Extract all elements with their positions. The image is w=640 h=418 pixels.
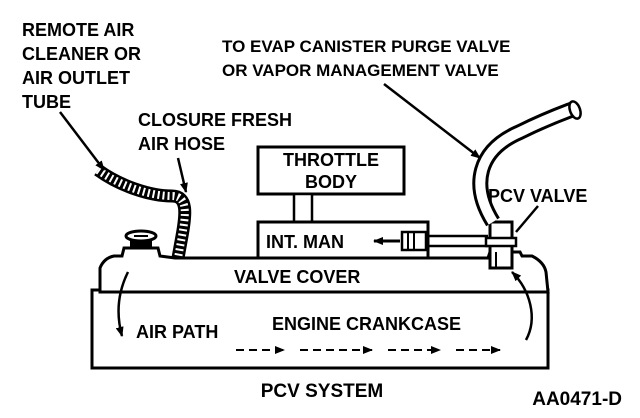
leader-pcv-valve (515, 205, 539, 233)
closure-fresh-air-hose (94, 164, 192, 260)
pcv-hose-connector (400, 230, 488, 252)
label-evap-2: OR VAPOR MANAGEMENT VALVE (222, 61, 499, 80)
figure-code: AA0471-D (532, 389, 622, 410)
label-int-man: INT. MAN (266, 232, 344, 252)
label-pcv-valve: PCV VALVE (488, 186, 587, 206)
label-valve-cover: VALVE COVER (234, 267, 360, 287)
label-remote-air-3: AIR OUTLET (22, 68, 130, 88)
label-air-path: AIR PATH (136, 322, 218, 342)
label-remote-air-4: TUBE (22, 92, 71, 112)
label-remote-air-1: REMOTE AIR (22, 20, 134, 40)
oil-filler-cap (124, 229, 158, 248)
engine-crankcase (90, 288, 550, 370)
label-throttle-1: THROTTLE (283, 150, 379, 170)
throttle-body (256, 145, 406, 196)
label-closure-2: AIR HOSE (138, 134, 225, 154)
label-remote-air-2: CLEANER OR (22, 44, 141, 64)
leader-remote-air (59, 111, 105, 171)
label-engine-crankcase: ENGINE CRANKCASE (272, 314, 461, 334)
air-path-up-arrow (511, 271, 533, 341)
label-evap-1: TO EVAP CANISTER PURGE VALVE (222, 37, 510, 56)
pcv-valve (484, 220, 518, 270)
label-throttle-2: BODY (305, 172, 357, 192)
air-path-down-arrow (115, 271, 130, 337)
leader-evap (383, 83, 481, 159)
diagram-title: PCV SYSTEM (261, 381, 383, 402)
label-closure-1: CLOSURE FRESH (138, 110, 292, 130)
leader-closure-hose (176, 157, 188, 193)
